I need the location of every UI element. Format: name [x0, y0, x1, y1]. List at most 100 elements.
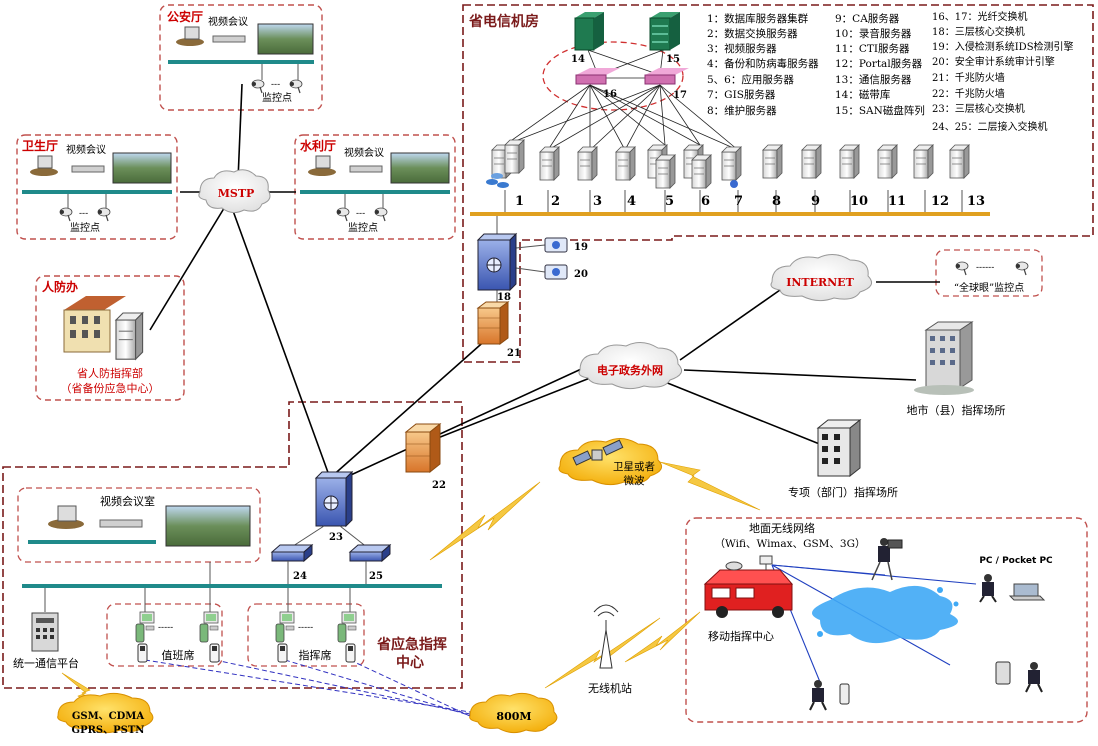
camera-icon	[1015, 261, 1029, 276]
camera-icon	[336, 207, 350, 222]
server-icon	[615, 146, 636, 181]
center-bus	[22, 584, 442, 588]
gat-dash: ---	[271, 80, 280, 90]
landscape-screen-icon	[390, 152, 450, 184]
num-20: 20	[574, 269, 588, 280]
legend-item: 3：视频服务器	[707, 42, 777, 55]
num-19: 19	[574, 242, 588, 253]
field-worker-laptop-icon	[979, 574, 1046, 603]
video-room-bus	[28, 540, 156, 544]
legend-item: 24、25：二层接入交换机	[932, 120, 1047, 133]
city-building-icon	[914, 321, 974, 395]
duty-box	[106, 603, 223, 667]
server-num: 11	[888, 194, 906, 209]
phone-icon	[209, 643, 220, 663]
server-icon	[801, 144, 822, 179]
video-room-label: 视频会议室	[100, 494, 155, 508]
rfb-group: 人防办 省人防指挥部 （省备份应急中心）	[42, 279, 160, 395]
legend-item: 8：维护服务器	[707, 104, 777, 117]
tape-library-icon	[574, 12, 604, 51]
server-num: 5	[665, 194, 674, 209]
water-splash-icon	[812, 585, 959, 644]
server-num: 9	[811, 194, 820, 209]
landscape-screen-icon	[257, 23, 314, 55]
wireless-title: 地面无线网络	[749, 521, 815, 535]
server-icon	[877, 144, 898, 179]
legend-item: 13：通信服务器	[835, 73, 912, 86]
camera-operator-icon	[871, 538, 903, 581]
server-num: 2	[551, 194, 560, 209]
camera-icon	[374, 207, 388, 222]
gsm-label-2: GPRS、PSTN	[72, 725, 145, 736]
wst-video-label: 视频会议	[66, 143, 106, 156]
server-drops	[496, 190, 963, 305]
legend-item: 7：GIS服务器	[707, 88, 776, 101]
server-num: 10	[850, 194, 868, 209]
legend-item: 19：入侵检测系统IDS检测引擎	[932, 40, 1074, 53]
video-terminal-icon	[308, 168, 336, 176]
server-icon	[762, 144, 783, 179]
phone-icon	[277, 643, 288, 663]
dept-building-icon	[816, 418, 862, 478]
wst-group: 卫生厅 视频会议 --- 监控点	[22, 138, 172, 234]
camera-icon	[289, 79, 303, 94]
center-box	[2, 401, 463, 689]
global-eye-dash: ------	[976, 263, 994, 273]
satellite-icon	[572, 439, 624, 466]
gat-bus	[168, 60, 314, 64]
firewall-22-icon	[404, 422, 442, 474]
disk-array-icon	[649, 12, 680, 51]
num-22: 22	[432, 480, 446, 491]
dept-label: 专项（部门）指挥场所	[788, 485, 898, 499]
rfb-line2: （省备份应急中心）	[61, 381, 160, 395]
codec-box-icon	[349, 165, 383, 173]
field-worker-phone-icon	[809, 680, 850, 711]
command-box	[247, 603, 365, 667]
legend-item: 11：CTI服务器	[835, 42, 910, 55]
m800-label: 800M	[496, 710, 531, 723]
slt-cam-label: 监控点	[348, 221, 378, 234]
legend-item: 16、17：光纤交换机	[932, 10, 1027, 23]
building-icon	[63, 296, 126, 353]
machine-room-title: 省电信机房	[468, 13, 539, 30]
server-icon	[655, 154, 676, 189]
base-station-label: 无线机站	[588, 681, 632, 695]
num-21: 21	[507, 348, 521, 359]
mobile-command-vehicle-icon	[703, 555, 794, 618]
gsm-cloud: GSM、CDMA GPRS、PSTN	[57, 692, 154, 736]
server-icon	[949, 144, 970, 179]
server-num: 12	[931, 194, 949, 209]
wireless-subtitle: （Wifi、Wimax、GSM、3G）	[715, 538, 866, 550]
egov-label: 电子政务外网	[597, 363, 663, 377]
legend-item: 15：SAN磁盘阵列	[835, 104, 925, 117]
legend-item: 18：三层核心交换机	[932, 25, 1025, 38]
num-23: 23	[329, 532, 343, 543]
server-num: 1	[515, 194, 524, 209]
server-icon	[839, 144, 860, 179]
num-18: 18	[497, 292, 511, 303]
core-switch-23-icon	[314, 470, 354, 528]
mstp-cloud: MSTP	[198, 169, 271, 214]
mstp-label: MSTP	[218, 187, 255, 200]
internet-label: INTERNET	[786, 276, 854, 289]
pc-label: PC / Pocket PC	[979, 556, 1053, 566]
rfb-title: 人防办	[42, 279, 78, 294]
command-label: 指挥席	[299, 648, 332, 662]
center-title-2: 中心	[396, 654, 424, 671]
slt-group: 水利厅 视频会议 --- 监控点	[300, 138, 450, 234]
satellite-cloud: 卫星或者 微波	[558, 438, 663, 487]
slt-title: 水利厅	[300, 138, 336, 153]
city-label: 地市（县）指挥场所	[907, 403, 1006, 417]
pda-worker-icon	[995, 661, 1043, 693]
server-num: 6	[701, 194, 710, 209]
san-switch-ellipse	[542, 41, 684, 111]
legend-item: 5、6：应用服务器	[707, 73, 794, 86]
codec-box-icon	[71, 165, 105, 173]
global-eye-group: ------ “全球眼”监控点	[954, 261, 1029, 294]
num-16: 16	[603, 89, 617, 100]
server-num: 8	[772, 194, 781, 209]
camera-icon	[251, 79, 265, 94]
codec-box-icon	[99, 519, 143, 528]
server-icon	[539, 146, 560, 181]
